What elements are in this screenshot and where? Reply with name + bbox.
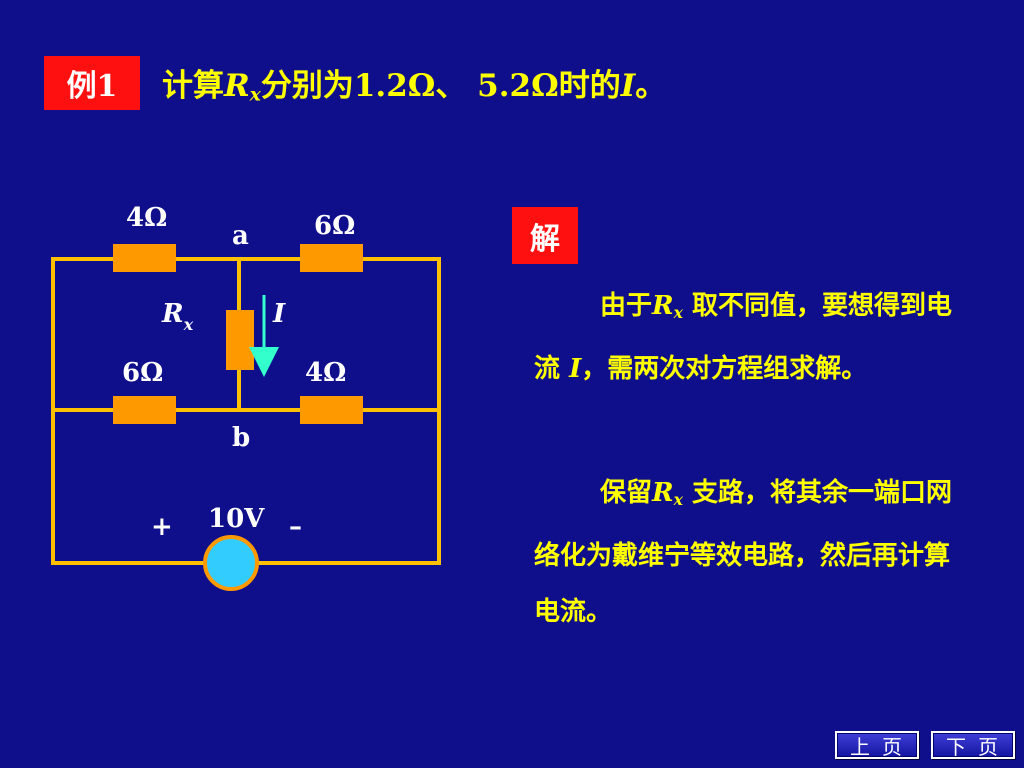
label-plus: + — [151, 512, 173, 542]
label-r-top-right: 6Ω — [314, 211, 355, 241]
resistor-bottom-right — [300, 396, 363, 424]
p1-part-b: 取不同值，要想得到电流 — [534, 291, 952, 384]
label-source-voltage: 10V — [208, 504, 265, 534]
label-rx: Rx — [161, 299, 194, 334]
example-badge: 例1 — [44, 56, 140, 110]
prev-page-button[interactable]: 上页 — [835, 731, 919, 759]
node-b-label: b — [232, 423, 250, 453]
p2-part-b: 支路，将其余一端口网络化为戴维宁等效电路，然后再计算电流。 — [534, 478, 952, 627]
title-mid: 分别为1.2Ω、 5.2Ω时的 — [260, 68, 621, 104]
p1-part-a: 由于 — [600, 291, 653, 321]
label-r-bottom-right: 4Ω — [305, 358, 346, 388]
p2-rx-sub: x — [673, 489, 683, 509]
label-minus: – — [289, 512, 302, 542]
resistor-bottom-left — [113, 396, 176, 424]
p1-rx: R — [652, 291, 674, 321]
resistor-top-right — [300, 244, 363, 272]
next-page-button[interactable]: 下页 — [931, 731, 1015, 759]
p2-rx: R — [652, 478, 674, 508]
title-rx: R — [224, 68, 250, 104]
label-r-top-left: 4Ω — [126, 203, 167, 233]
label-rx-main: R — [161, 299, 184, 329]
voltage-source — [203, 535, 259, 591]
solution-paragraph-1: 由于Rx 取不同值，要想得到电流 I，需两次对方程组求解。 — [534, 278, 964, 397]
label-rx-sub: x — [183, 315, 194, 334]
solution-paragraph-2: 保留Rx 支路，将其余一端口网络化为戴维宁等效电路，然后再计算电流。 — [534, 465, 964, 640]
node-a-label: a — [232, 221, 249, 251]
title-current: I — [620, 68, 636, 104]
resistor-top-left — [113, 244, 176, 272]
p1-part-c: ，需两次对方程组求解。 — [581, 353, 868, 384]
resistor-rx — [226, 310, 254, 370]
p1-rx-sub: x — [673, 302, 683, 322]
p1-current: I — [569, 353, 582, 384]
problem-title: 计算Rx分别为1.2Ω、 5.2Ω时的I。 — [162, 60, 666, 106]
title-prefix: 计算 — [162, 68, 224, 104]
label-r-bottom-left: 6Ω — [122, 358, 163, 388]
title-rx-sub: x — [249, 84, 261, 106]
circuit-diagram: 4Ω 6Ω 6Ω 4Ω a b Rx I 10V + – — [51, 203, 441, 591]
label-current: I — [272, 299, 286, 329]
solution-badge: 解 — [512, 207, 578, 264]
title-end: 。 — [635, 68, 667, 104]
p2-part-a: 保留 — [600, 478, 653, 508]
